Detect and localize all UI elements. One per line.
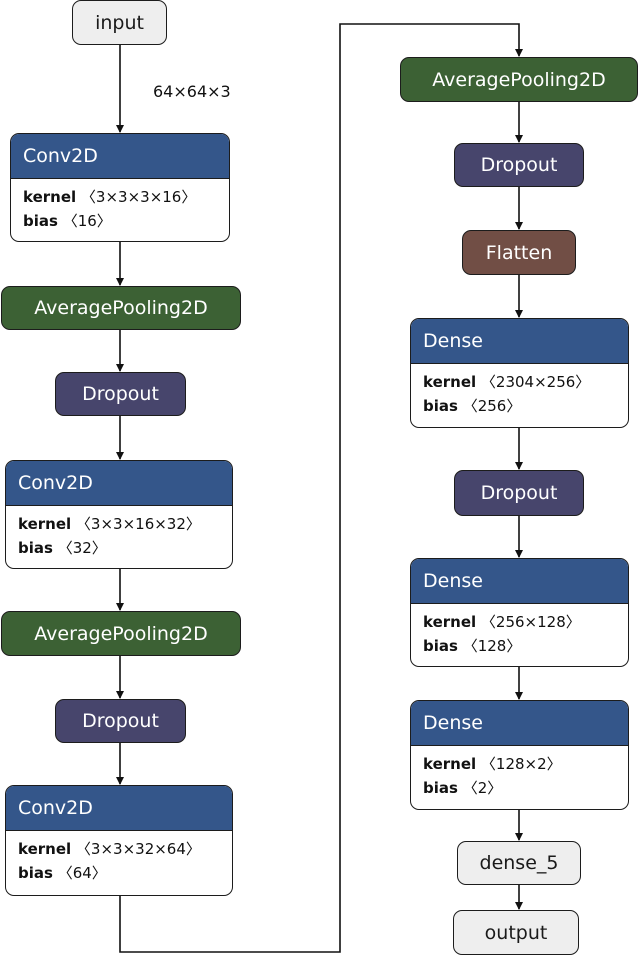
bias-shape: 〈256〉	[462, 397, 522, 415]
bias-label: bias	[18, 539, 53, 557]
layer-type: Dense	[411, 319, 628, 364]
kernel-row: kernel 〈3×3×3×16〉	[11, 185, 229, 209]
output-node: output	[453, 910, 579, 955]
kernel-shape: 〈128×2〉	[480, 755, 562, 773]
bias-row: bias 〈128〉	[411, 634, 628, 658]
layer-type: AveragePooling2D	[34, 622, 208, 645]
bias-shape: 〈32〉	[57, 539, 107, 557]
layer-type: Dropout	[480, 154, 558, 176]
input-node-label: input	[95, 11, 144, 34]
bias-row: bias 〈16〉	[11, 209, 229, 233]
bias-row: bias 〈2〉	[411, 776, 628, 800]
kernel-shape: 〈3×3×16×32〉	[75, 515, 201, 533]
kernel-row: kernel 〈256×128〉	[411, 610, 628, 634]
kernel-label: kernel	[18, 515, 72, 533]
layer-type: Flatten	[485, 241, 553, 264]
bias-label: bias	[18, 864, 53, 882]
kernel-label: kernel	[423, 613, 477, 631]
averagepooling2d-layer-1: AveragePooling2D	[1, 286, 241, 330]
kernel-label: kernel	[423, 755, 477, 773]
dropout-layer-1: Dropout	[55, 372, 186, 416]
layer-type: Dropout	[82, 710, 159, 732]
bias-label: bias	[423, 397, 458, 415]
conv2d-layer-2: Conv2D kernel 〈3×3×16×32〉 bias 〈32〉	[5, 460, 233, 569]
kernel-row: kernel 〈3×3×16×32〉	[6, 512, 232, 536]
kernel-shape: 〈3×3×32×64〉	[75, 840, 201, 858]
bias-shape: 〈2〉	[462, 779, 503, 797]
conv2d-layer-3: Conv2D kernel 〈3×3×32×64〉 bias 〈64〉	[5, 785, 233, 896]
output-node-label: output	[484, 921, 548, 944]
layer-type: Dropout	[480, 482, 558, 504]
conv2d-layer-1: Conv2D kernel 〈3×3×3×16〉 bias 〈16〉	[10, 133, 230, 242]
kernel-shape: 〈2304×256〉	[480, 373, 591, 391]
kernel-shape: 〈3×3×3×16〉	[80, 188, 197, 206]
layer-type: Conv2D	[11, 134, 229, 179]
bias-label: bias	[423, 637, 458, 655]
layer-type: Conv2D	[6, 786, 232, 831]
kernel-label: kernel	[18, 840, 72, 858]
bias-shape: 〈128〉	[462, 637, 522, 655]
averagepooling2d-layer-2: AveragePooling2D	[1, 611, 241, 656]
averagepooling2d-layer-3: AveragePooling2D	[400, 57, 638, 102]
layer-type: Conv2D	[6, 461, 232, 506]
bias-label: bias	[423, 779, 458, 797]
flatten-layer: Flatten	[462, 230, 576, 275]
bias-shape: 〈16〉	[62, 212, 112, 230]
layer-type: AveragePooling2D	[432, 68, 606, 91]
dropout-layer-4: Dropout	[454, 470, 584, 516]
input-node: input	[72, 0, 167, 45]
kernel-row: kernel 〈2304×256〉	[411, 370, 628, 394]
input-shape-label: 64×64×3	[153, 82, 231, 101]
kernel-label: kernel	[23, 188, 77, 206]
layer-type: Dropout	[82, 383, 159, 405]
bias-row: bias 〈32〉	[6, 536, 232, 560]
dense-layer-1: Dense kernel 〈2304×256〉 bias 〈256〉	[410, 318, 629, 428]
layer-type: Dense	[411, 559, 628, 604]
kernel-shape: 〈256×128〉	[480, 613, 581, 631]
dense-layer-3: Dense kernel 〈128×2〉 bias 〈2〉	[410, 700, 629, 810]
edge-conv3-pool3	[119, 23, 523, 953]
dropout-layer-2: Dropout	[55, 699, 186, 743]
kernel-label: kernel	[423, 373, 477, 391]
bias-shape: 〈64〉	[57, 864, 107, 882]
dense-5-node: dense_5	[457, 841, 581, 885]
bias-row: bias 〈64〉	[6, 861, 232, 885]
kernel-row: kernel 〈3×3×32×64〉	[6, 837, 232, 861]
dense-5-label: dense_5	[479, 852, 559, 874]
layer-type: AveragePooling2D	[34, 297, 208, 319]
bias-row: bias 〈256〉	[411, 394, 628, 418]
kernel-row: kernel 〈128×2〉	[411, 752, 628, 776]
bias-label: bias	[23, 212, 58, 230]
layer-type: Dense	[411, 701, 628, 746]
dense-layer-2: Dense kernel 〈256×128〉 bias 〈128〉	[410, 558, 629, 667]
dropout-layer-3: Dropout	[454, 143, 584, 187]
